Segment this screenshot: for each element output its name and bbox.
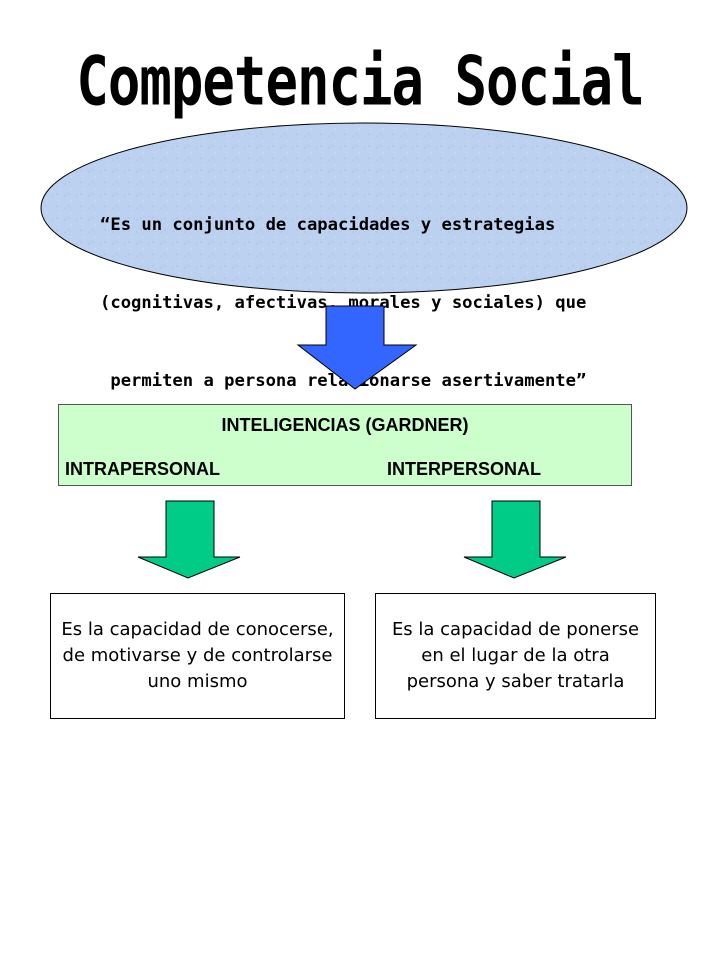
- interpersonal-description: Es la capacidad de ponerse en el lugar d…: [391, 619, 640, 692]
- definition-text: “Es un conjunto de capacidades y estrate…: [100, 160, 660, 420]
- green-down-arrow-left-icon: [137, 500, 241, 579]
- definition-line: “Es un conjunto de capacidades y estrate…: [100, 215, 556, 235]
- interpersonal-label: INTERPERSONAL: [387, 459, 542, 479]
- interpersonal-description-box: Es la capacidad de ponerse en el lugar d…: [375, 593, 656, 719]
- gardner-title: INTELIGENCIAS (GARDNER): [221, 415, 469, 435]
- green-down-arrow-right-icon: [463, 500, 567, 579]
- definition-oval: [40, 122, 688, 294]
- intrapersonal-description: Es la capacidad de conocerse, de motivar…: [61, 619, 334, 692]
- intrapersonal-label: INTRAPERSONAL: [65, 459, 221, 479]
- definition-line: (cognitivas, afectivas, morales y social…: [100, 293, 587, 313]
- page-title: Competencia Social: [76, 42, 644, 121]
- intrapersonal-description-box: Es la capacidad de conocerse, de motivar…: [50, 593, 345, 719]
- blue-down-arrow-icon: [296, 305, 418, 390]
- gardner-box: INTELIGENCIAS (GARDNER) INTRAPERSONAL IN…: [58, 404, 632, 486]
